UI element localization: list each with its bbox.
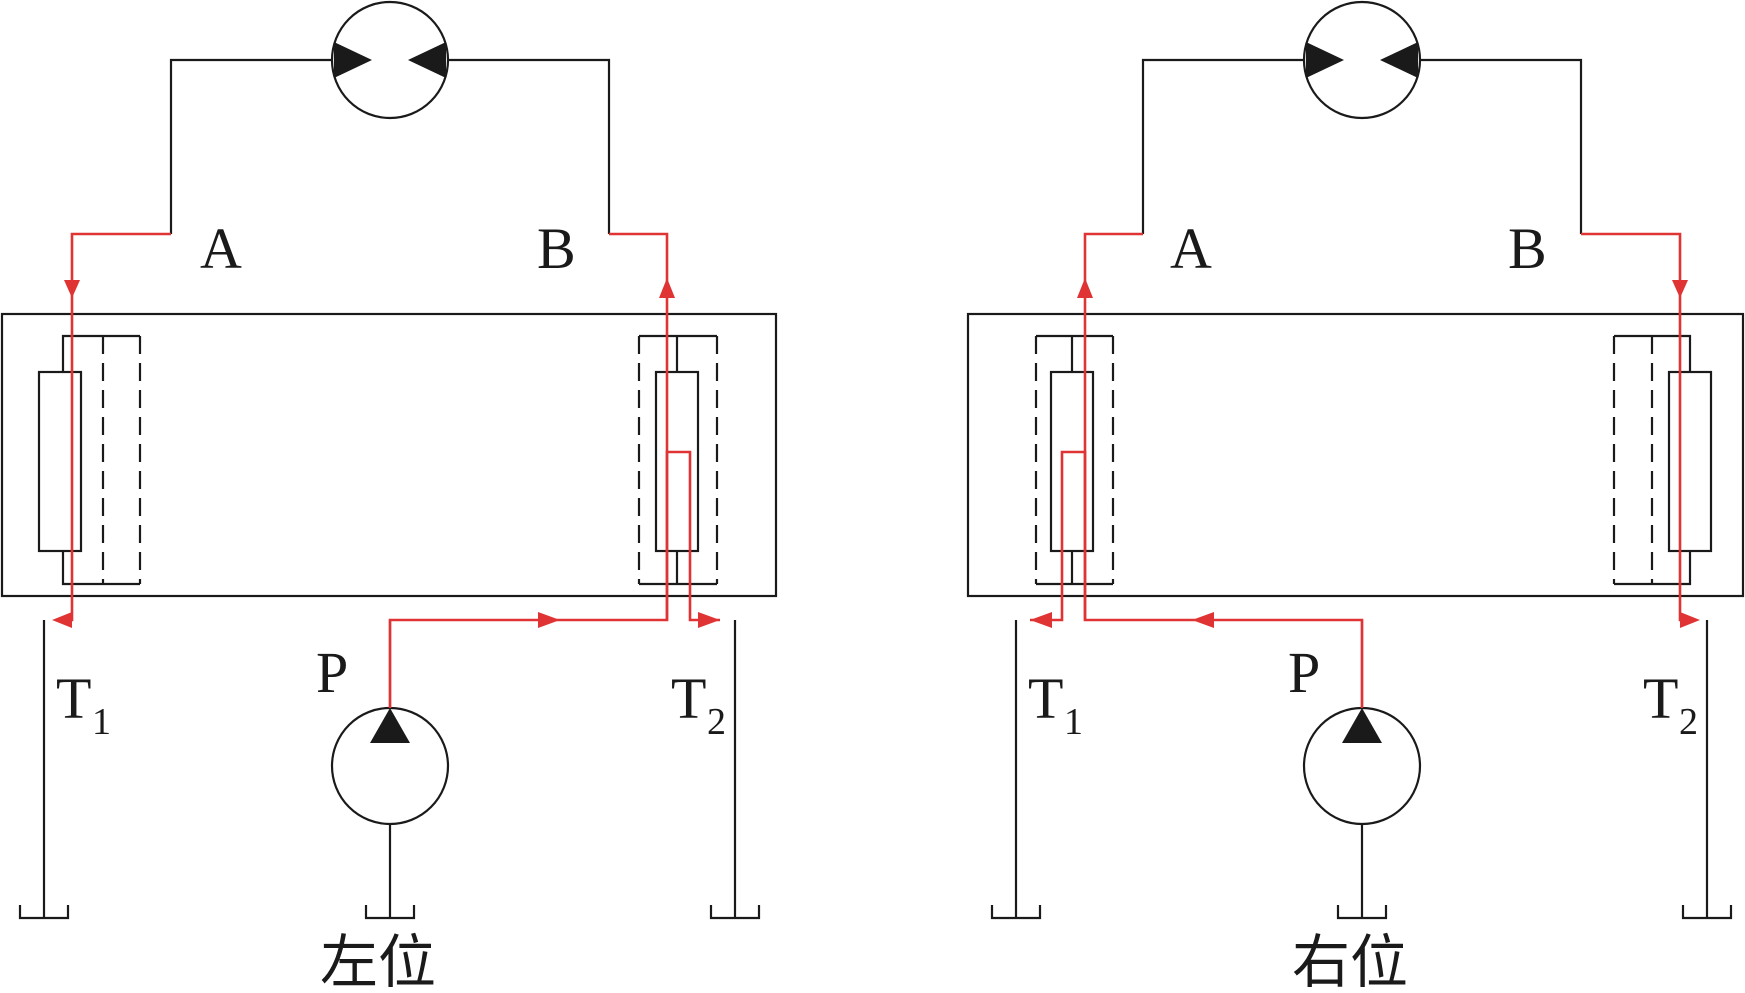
- left-tank2-label: T: [671, 666, 706, 731]
- left-tank-t1: [18, 620, 70, 920]
- left-tank1-subscript: 1: [92, 701, 111, 743]
- right-tank1-label: T: [1028, 666, 1063, 731]
- right-spool-left: [1034, 334, 1115, 586]
- right-tank-t2: [1681, 620, 1733, 920]
- right-pressure-label: P: [1288, 640, 1320, 705]
- right-valve-body: [966, 312, 1745, 598]
- left-line-a: [169, 58, 332, 234]
- left-pressure-label: P: [316, 640, 348, 705]
- right-port-b-label: B: [1508, 216, 1547, 281]
- left-line-b: [448, 58, 611, 234]
- left-caption: 左位: [320, 928, 436, 993]
- right-tank2-label: T: [1643, 666, 1678, 731]
- left-panel: A B P T 1 T 2 左位: [0, 0, 778, 993]
- left-tank1-label: T: [56, 666, 91, 731]
- left-tank2-subscript: 2: [707, 701, 726, 743]
- right-spool-right: [1612, 334, 1713, 586]
- left-tank-t2: [709, 620, 761, 920]
- right-tank2-subscript: 2: [1679, 701, 1698, 743]
- right-tank-t1: [990, 620, 1042, 920]
- left-port-b-label: B: [537, 216, 576, 281]
- right-panel: A B P T 1 T 2 右位: [966, 0, 1745, 993]
- left-hydraulic-motor-icon: [330, 0, 450, 120]
- right-line-a: [1141, 58, 1304, 234]
- right-port-a-label: A: [1170, 216, 1212, 281]
- right-tank1-subscript: 1: [1064, 701, 1083, 743]
- left-port-a-label: A: [200, 216, 242, 281]
- right-hydraulic-motor-icon: [1302, 0, 1422, 120]
- left-spool-right: [637, 334, 719, 586]
- left-valve-body: [0, 312, 778, 598]
- right-line-b: [1420, 58, 1583, 234]
- right-flow-paths: [1030, 232, 1700, 708]
- left-flow-paths: [52, 232, 720, 708]
- left-spool-left: [37, 334, 142, 586]
- right-caption: 右位: [1292, 928, 1408, 993]
